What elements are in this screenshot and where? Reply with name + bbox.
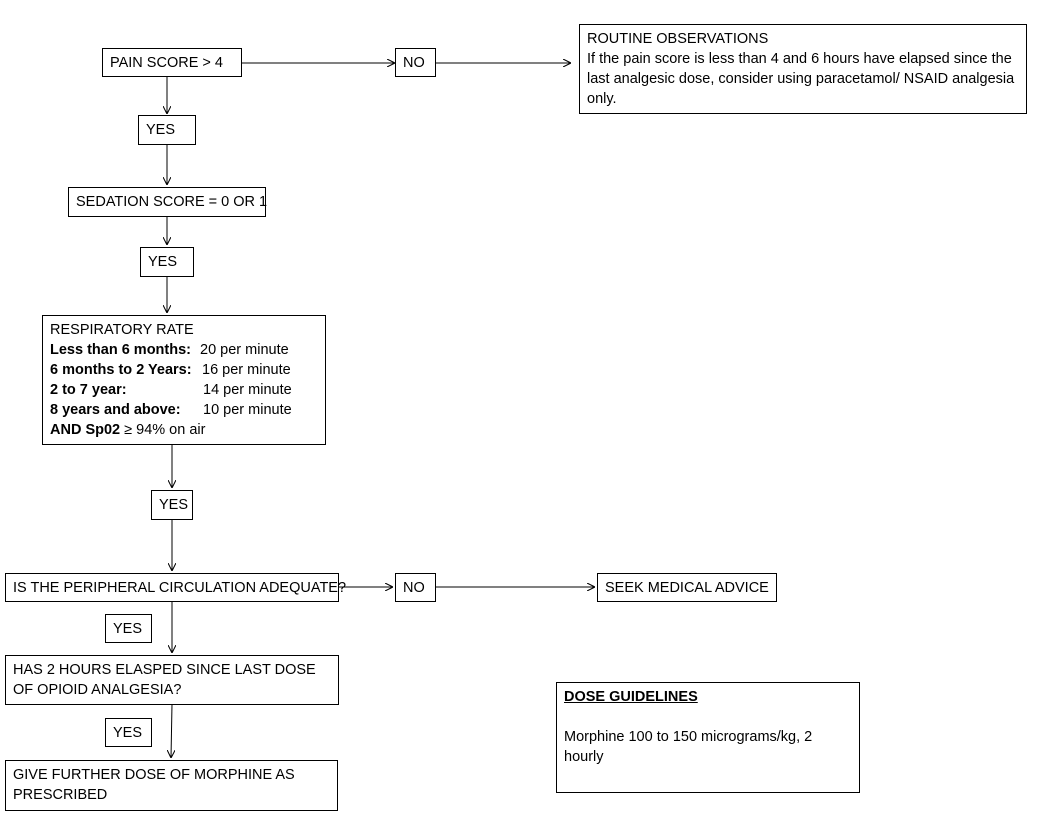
yes-box-3: YES — [151, 490, 193, 520]
yes-box-1: YES — [138, 115, 196, 145]
spo2-value: ≥ 94% on air — [120, 422, 206, 438]
circulation-text: IS THE PERIPHERAL CIRCULATION ADEQUATE? — [13, 579, 347, 596]
respiratory-age-label: 6 months to 2 Years: — [50, 362, 192, 378]
seek-medical-advice-box: SEEK MEDICAL ADVICE — [597, 573, 777, 602]
spo2-label: AND Sp02 — [50, 422, 121, 438]
yes-text-4: YES — [113, 620, 143, 637]
respiratory-row: 2 to 7 year: 14 per minute — [50, 380, 318, 400]
yes-text-5: YES — [113, 724, 143, 741]
respiratory-age-label: Less than 6 months: — [50, 342, 191, 358]
routine-observations-title: ROUTINE OBSERVATIONS — [587, 31, 769, 47]
dose-guidelines-title: DOSE GUIDELINES — [564, 689, 698, 705]
arrow-elapsed-to-further — [171, 703, 172, 758]
elapsed-box: HAS 2 HOURS ELASPED SINCE LAST DOSE OF O… — [5, 655, 339, 705]
pain-score-box: PAIN SCORE > 4 — [102, 48, 242, 77]
elapsed-text: HAS 2 HOURS ELASPED SINCE LAST DOSE OF O… — [13, 662, 316, 698]
respiratory-rate-value: 20 per minute — [200, 342, 289, 358]
respiratory-age-label: 2 to 7 year: — [50, 382, 127, 398]
routine-observations-box: ROUTINE OBSERVATIONS If the pain score i… — [579, 24, 1027, 114]
yes-box-5: YES — [105, 718, 152, 747]
respiratory-row: Less than 6 months: 20 per minute — [50, 340, 318, 360]
no-box-2: NO — [395, 573, 436, 602]
respiratory-rate-value: 10 per minute — [203, 402, 292, 418]
respiratory-rate-box: RESPIRATORY RATE Less than 6 months: 20 … — [42, 315, 326, 445]
spo2-row: AND Sp02 ≥ 94% on air — [50, 420, 318, 440]
dose-guidelines-body: Morphine 100 to 150 micrograms/kg, 2 hou… — [564, 729, 813, 765]
yes-text-2: YES — [148, 254, 178, 270]
yes-box-4: YES — [105, 614, 152, 643]
yes-text-3: YES — [159, 497, 189, 513]
no-text-2: NO — [403, 579, 425, 596]
seek-medical-advice-text: SEEK MEDICAL ADVICE — [605, 579, 769, 596]
respiratory-rate-value: 16 per minute — [202, 362, 291, 378]
respiratory-rate-value: 14 per minute — [203, 382, 292, 398]
sedation-score-box: SEDATION SCORE = 0 OR 1 — [68, 187, 268, 217]
respiratory-age-label: 8 years and above: — [50, 402, 181, 418]
sedation-score-text: SEDATION SCORE = 0 OR 1 — [76, 194, 268, 210]
routine-observations-body: If the pain score is less than 4 and 6 h… — [587, 51, 1015, 107]
further-dose-box: GIVE FURTHER DOSE OF MORPHINE AS PRESCRI… — [5, 760, 338, 811]
no-text-1: NO — [403, 54, 425, 71]
further-dose-text: GIVE FURTHER DOSE OF MORPHINE AS PRESCRI… — [13, 767, 295, 803]
yes-box-2: YES — [140, 247, 194, 277]
respiratory-row: 8 years and above: 10 per minute — [50, 400, 318, 420]
circulation-box: IS THE PERIPHERAL CIRCULATION ADEQUATE? — [5, 573, 346, 602]
yes-text-1: YES — [146, 122, 176, 138]
respiratory-rate-title: RESPIRATORY RATE — [50, 322, 194, 338]
pain-score-text: PAIN SCORE > 4 — [110, 54, 223, 71]
no-box-1: NO — [395, 48, 436, 77]
dose-guidelines-box: DOSE GUIDELINES Morphine 100 to 150 micr… — [556, 682, 860, 793]
respiratory-row: 6 months to 2 Years: 16 per minute — [50, 360, 318, 380]
